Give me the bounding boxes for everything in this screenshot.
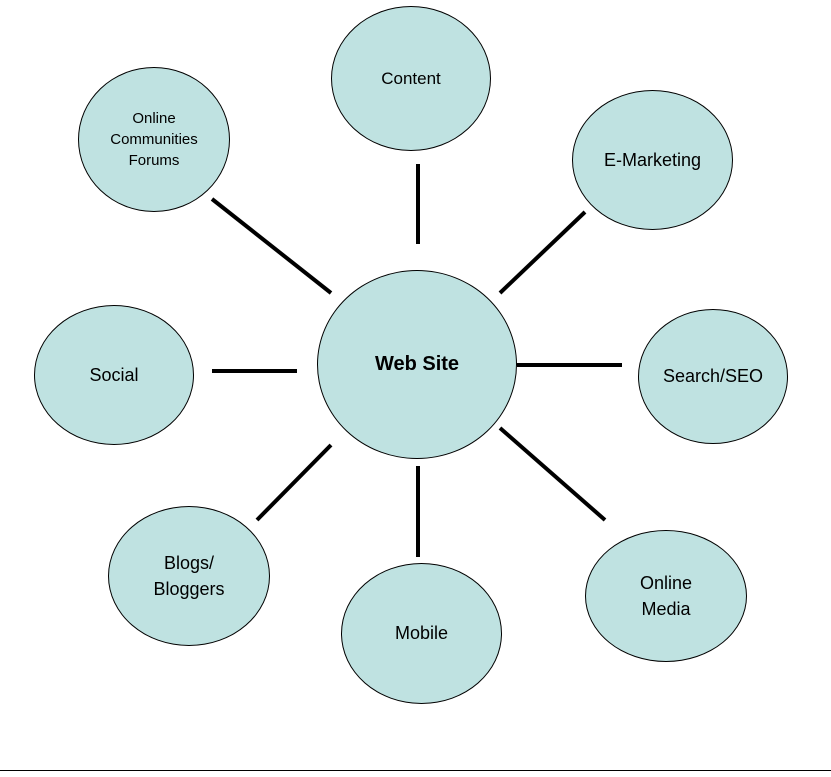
node-mobile: Mobile xyxy=(341,563,502,704)
node-social-label: Social xyxy=(89,364,139,385)
node-online-media-label: Online Media xyxy=(639,573,693,619)
node-mobile-label: Mobile xyxy=(394,623,449,643)
node-search-seo: Search/SEO xyxy=(638,309,788,444)
node-content-label: Content xyxy=(381,68,441,88)
connector-blogs xyxy=(255,443,333,522)
node-content: Content xyxy=(331,6,491,151)
bottom-divider xyxy=(0,770,831,771)
node-e-marketing-label: E-Marketing xyxy=(603,149,702,170)
node-online-communities-forums: Online Communities Forums xyxy=(78,67,230,212)
connector-media xyxy=(498,426,607,522)
node-search-seo-label: Search/SEO xyxy=(662,366,764,386)
node-online-media: Online Media xyxy=(585,530,747,662)
node-blogs-bloggers: Blogs/ Bloggers xyxy=(108,506,270,646)
connector-communities xyxy=(210,197,333,295)
node-e-marketing: E-Marketing xyxy=(572,90,733,230)
node-web-site-hub: Web Site xyxy=(317,270,517,459)
node-web-site-label: Web Site xyxy=(374,353,460,375)
connector-emarketing xyxy=(498,210,587,295)
node-social: Social xyxy=(34,305,194,445)
node-online-communities-forums-label: Online Communities Forums xyxy=(110,110,198,169)
node-blogs-bloggers-label: Blogs/ Bloggers xyxy=(153,553,225,599)
